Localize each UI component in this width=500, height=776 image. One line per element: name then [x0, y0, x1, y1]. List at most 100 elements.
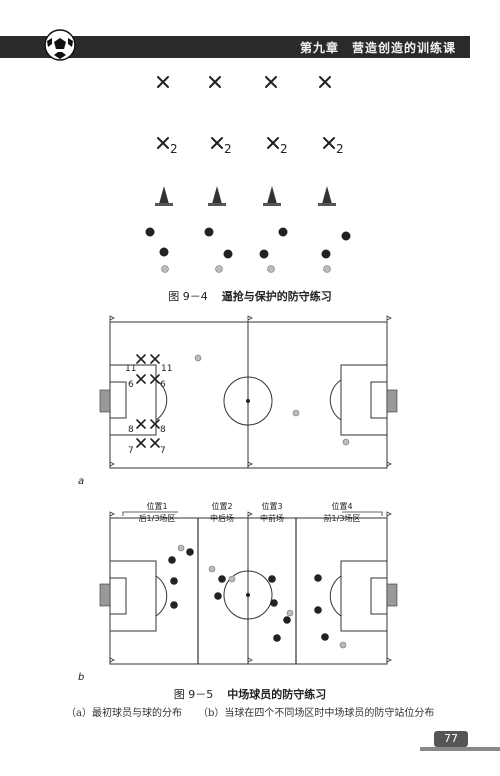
figure-9-5-diagram: 11 11 6 6 8 8 7 7 a — [78, 315, 398, 683]
defender-mark — [265, 76, 277, 88]
player-number: 6 — [128, 380, 134, 390]
defender-mark — [150, 438, 160, 448]
goals-a — [99, 389, 398, 413]
figure-number: 图 9－4 — [168, 290, 208, 303]
position-1-zone: 后1/3场区 — [139, 513, 176, 523]
position-4-label: 位置4 — [331, 501, 352, 511]
defenders-a — [136, 354, 160, 448]
penalty-arc-right — [329, 379, 342, 421]
player-dot — [218, 575, 226, 583]
goal-area-left — [109, 381, 127, 419]
defender-mark — [209, 76, 221, 88]
player-dot — [273, 634, 281, 642]
corner-flags-b — [109, 511, 392, 664]
chapter-title: 第九章 营造创造的训练课 — [299, 41, 456, 55]
subcaption-a: （a）最初球员与球的分布 — [66, 708, 182, 719]
center-circle — [223, 376, 273, 426]
defender-row-2 — [157, 137, 335, 149]
ball-dot — [208, 565, 216, 573]
player-dot — [278, 227, 288, 237]
defender-number: 2 — [170, 142, 178, 156]
ball-dot — [342, 438, 350, 446]
defender-number: 2 — [224, 142, 232, 156]
defender-mark — [136, 438, 146, 448]
center-spot — [246, 399, 250, 403]
player-dot — [170, 601, 178, 609]
player-dot — [259, 249, 269, 259]
player-dot — [341, 231, 351, 241]
goal-left — [99, 389, 111, 413]
ball-dot — [215, 265, 223, 273]
player-number: 6 — [160, 380, 166, 390]
figure-number: 图 9－5 — [173, 688, 214, 701]
cone-icon — [212, 186, 222, 204]
position-3-label: 位置3 — [261, 501, 282, 511]
defender-number: 2 — [280, 142, 288, 156]
player-number: 11 — [161, 364, 172, 374]
ball-dot — [194, 354, 202, 362]
defender-mark — [319, 76, 331, 88]
player-dot — [283, 616, 291, 624]
goal-area-right — [370, 577, 388, 615]
page-number: 77 — [434, 731, 468, 747]
balls-a — [194, 354, 350, 446]
player-dot — [270, 599, 278, 607]
position-3-zone: 中前场 — [260, 513, 284, 523]
goal-area-right — [370, 381, 388, 419]
figure-9-4-caption: 图 9－4 逼抢与保护的防守练习 — [0, 288, 500, 304]
player-number: 11 — [125, 364, 136, 374]
soccer-ball-icon — [44, 29, 76, 61]
ball-dot — [177, 544, 185, 552]
position-2-label: 位置2 — [211, 501, 232, 511]
defender-mark — [267, 137, 279, 149]
player-dot — [321, 633, 329, 641]
defender-mark — [150, 354, 160, 364]
player-dot — [186, 548, 194, 556]
player-dot — [214, 592, 222, 600]
penalty-arc-left — [155, 379, 168, 421]
penalty-box-right — [340, 364, 388, 436]
cone-row — [155, 186, 336, 206]
center-spot — [246, 593, 250, 597]
defender-number: 2 — [336, 142, 344, 156]
defender-mark — [323, 137, 335, 149]
position-2-zone: 中后场 — [210, 513, 234, 523]
defender-mark — [157, 76, 169, 88]
cone-icon — [159, 186, 169, 204]
defender-mark — [136, 354, 146, 364]
goal-area-left — [109, 577, 127, 615]
center-circle — [223, 570, 273, 620]
ball-dot — [292, 409, 300, 417]
ball-dot — [286, 609, 294, 617]
defender-mark — [136, 374, 146, 384]
penalty-arc-left — [155, 575, 168, 617]
subcaption-b: （b）当球在四个不同场区时中场球员的防守站位分布 — [197, 708, 435, 719]
player-dot — [159, 247, 169, 257]
player-dot — [314, 606, 322, 614]
field-b — [109, 517, 388, 665]
header-bar — [0, 36, 470, 58]
corner-flags-a — [109, 315, 392, 468]
players-b — [168, 548, 329, 642]
panel-b-label: b — [78, 672, 84, 683]
balls-b — [177, 544, 347, 649]
player-number: 7 — [160, 446, 166, 456]
player-number: 7 — [128, 446, 134, 456]
figure-title: 逼抢与保护的防守练习 — [221, 290, 332, 303]
penalty-arc-right — [329, 575, 342, 617]
chapter-header: 第九章 营造创造的训练课 — [0, 36, 500, 58]
player-dot — [170, 577, 178, 585]
position-1-label: 位置1 — [146, 501, 167, 511]
attacker-group — [145, 227, 351, 259]
goal-left — [99, 583, 111, 607]
ball-dot — [323, 265, 331, 273]
defender-mark — [157, 137, 169, 149]
penalty-box-left — [109, 560, 157, 632]
cone-icon — [322, 186, 332, 204]
defender-row-1 — [157, 76, 331, 88]
zone-arrows — [122, 511, 383, 516]
ball-group — [161, 265, 331, 273]
player-dot — [268, 575, 276, 583]
cone-icon — [267, 186, 277, 204]
